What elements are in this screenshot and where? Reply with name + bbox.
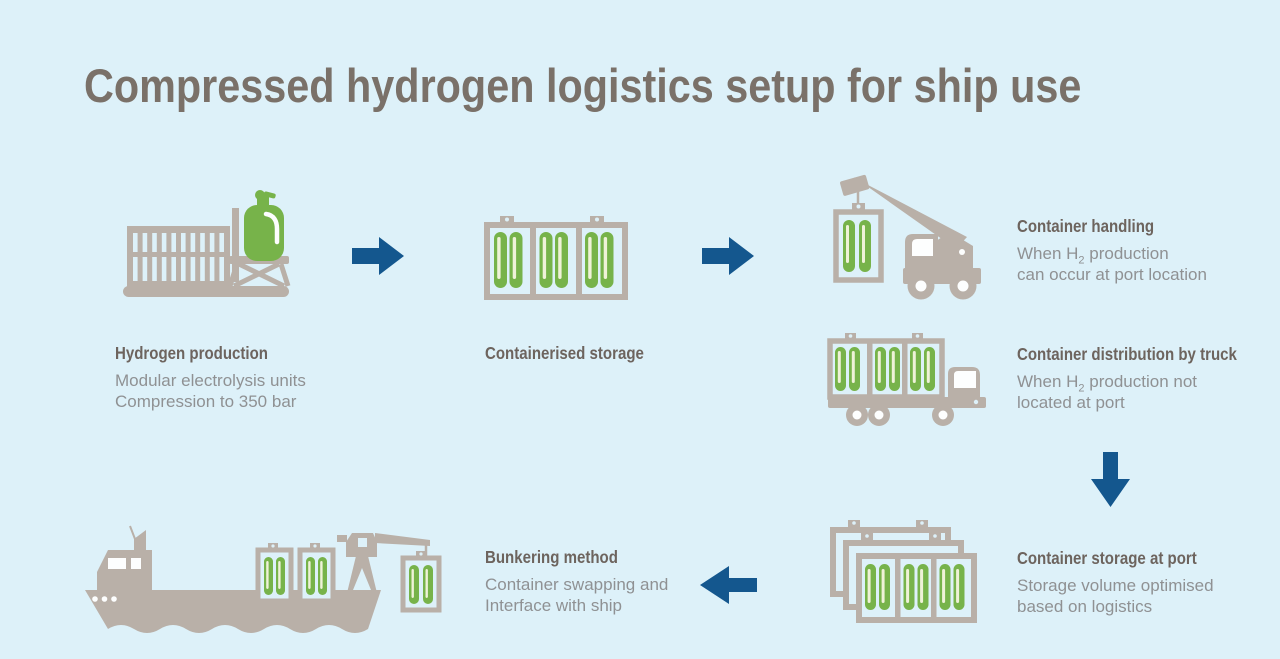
container-handling-crane-truck-icon	[833, 174, 985, 303]
containerised-storage-icon	[484, 215, 628, 301]
container-distribution-label: Container distribution by truck When H2 …	[1017, 344, 1273, 413]
flow-arrow-right-1-icon	[352, 234, 404, 278]
hydrogen-production-icon	[120, 190, 291, 300]
flow-arrow-left-icon	[700, 563, 757, 607]
cargo-ship-bunkering-icon	[72, 512, 444, 638]
container-storage-stacked-containers-icon	[828, 516, 980, 637]
container-storage-label: Container storage at port Storage volume…	[1017, 548, 1226, 617]
hydrogen-production-description: Modular electrolysis units Compression t…	[115, 371, 306, 411]
bunkering-method-heading: Bunkering method	[485, 547, 618, 567]
container-storage-heading: Container storage at port	[1017, 548, 1197, 568]
flow-arrow-right-2-icon	[702, 234, 754, 278]
container-handling-description: When H2 production can occur at port loc…	[1017, 244, 1207, 284]
container-distribution-truck-icon	[826, 331, 988, 427]
container-distribution-heading: Container distribution by truck	[1017, 344, 1237, 364]
page-title: Compressed hydrogen logistics setup for …	[84, 59, 1082, 112]
container-distribution-description: When H2 production not located at port	[1017, 372, 1198, 412]
container-handling-label: Container handling When H2 production ca…	[1017, 216, 1207, 285]
container-handling-heading: Container handling	[1017, 216, 1155, 236]
container-storage-description: Storage volume optimised based on logist…	[1017, 576, 1214, 616]
hydrogen-production-label: Hydrogen production Modular electrolysis…	[115, 343, 306, 412]
containerised-storage-label: Containerised storage	[485, 343, 670, 364]
containerised-storage-heading: Containerised storage	[485, 343, 644, 363]
flow-arrow-down-icon	[1087, 452, 1133, 507]
bunkering-method-label: Bunkering method Container swapping and …	[485, 547, 668, 616]
bunkering-method-description: Container swapping and Interface with sh…	[485, 575, 669, 615]
hydrogen-production-heading: Hydrogen production	[115, 343, 268, 363]
